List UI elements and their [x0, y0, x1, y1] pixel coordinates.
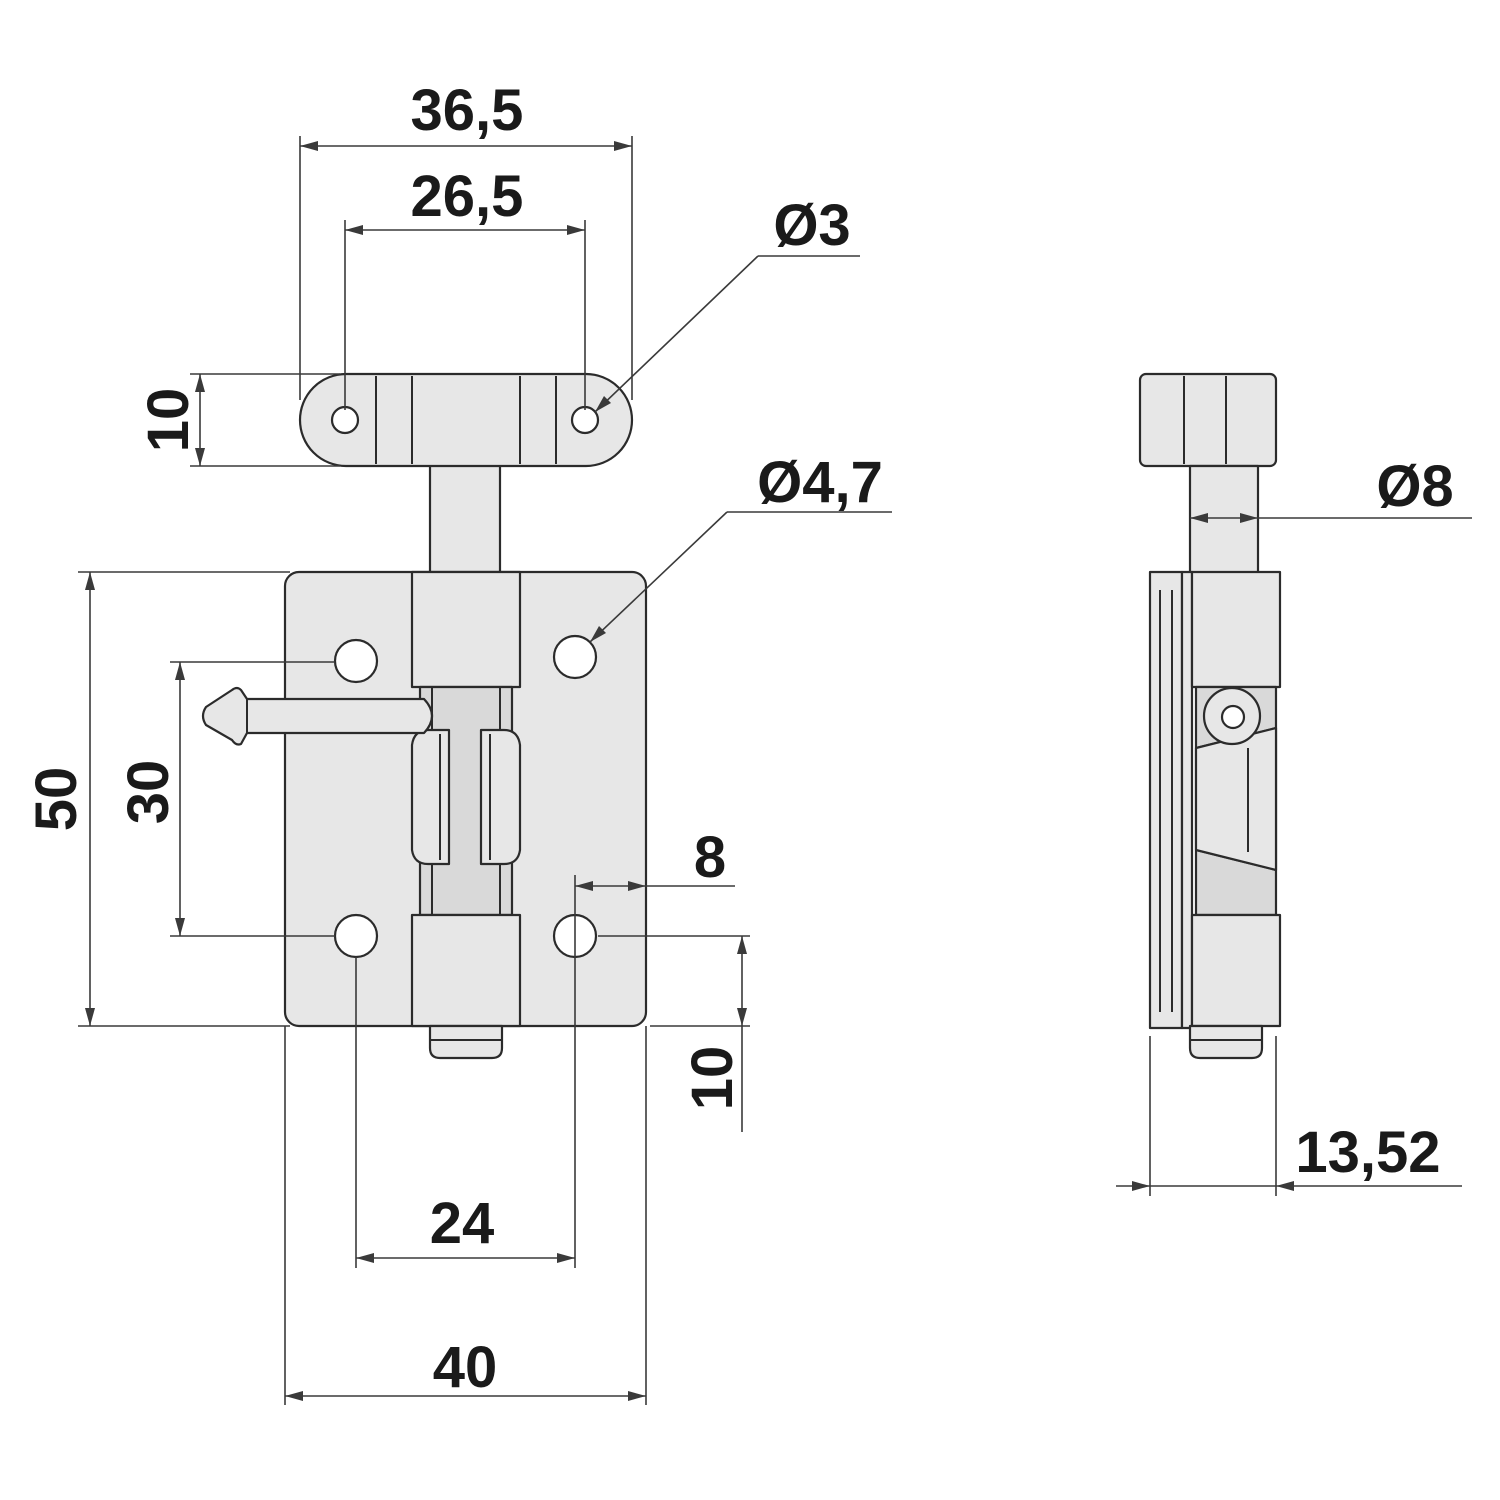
guide-block-top — [410, 570, 522, 689]
dim-bolt-diameter: Ø8 — [1376, 454, 1453, 519]
dimension-lines — [78, 136, 1472, 1405]
side-bolt-tail — [1188, 1024, 1264, 1060]
dim-hole-horizontal-spacing: 24 — [430, 1191, 495, 1256]
spring-wing-right — [479, 728, 522, 866]
side-block-bottom — [1190, 913, 1282, 1028]
dim-handle-height: 10 — [136, 388, 201, 453]
spring-wing-left — [410, 728, 451, 866]
dimension-labels: 36,5 26,5 Ø3 10 Ø4,7 50 30 8 10 24 40 Ø8… — [24, 78, 1454, 1400]
dim-side-depth: 13,52 — [1295, 1120, 1440, 1185]
dim-plate-hole-diameter: Ø4,7 — [757, 450, 883, 515]
lever-pin — [201, 686, 434, 746]
side-pivot-hole — [1220, 704, 1246, 730]
dim-plate-height: 50 — [24, 767, 89, 832]
handle-hole-right — [570, 405, 600, 435]
plate-hole-bottom-left — [333, 913, 379, 959]
dim-handle-hole-spacing: 26,5 — [411, 164, 524, 229]
dim-hole-edge-offset: 8 — [694, 825, 726, 890]
side-handle — [1138, 372, 1278, 468]
side-view — [1138, 372, 1282, 1060]
bolt-shaft-top — [428, 460, 502, 576]
plate-hole-top-left — [333, 638, 379, 684]
dim-hole-vertical-spacing: 30 — [116, 760, 181, 825]
guide-block-bottom — [410, 913, 522, 1028]
plate-hole-top-right — [552, 634, 598, 680]
side-plate-inner — [1180, 570, 1194, 1030]
dim-handle-hole-diameter: Ø3 — [773, 193, 850, 258]
dim-hole-bottom-offset: 10 — [680, 1046, 745, 1111]
dim-handle-outer-width: 36,5 — [411, 78, 524, 143]
dim-plate-width: 40 — [433, 1335, 498, 1400]
side-block-top — [1190, 570, 1282, 689]
side-plate-outer — [1148, 570, 1184, 1030]
bolt-tail — [428, 1024, 504, 1060]
front-view — [201, 372, 648, 1060]
handle-hole-left — [330, 405, 360, 435]
handle-bar — [298, 372, 634, 468]
